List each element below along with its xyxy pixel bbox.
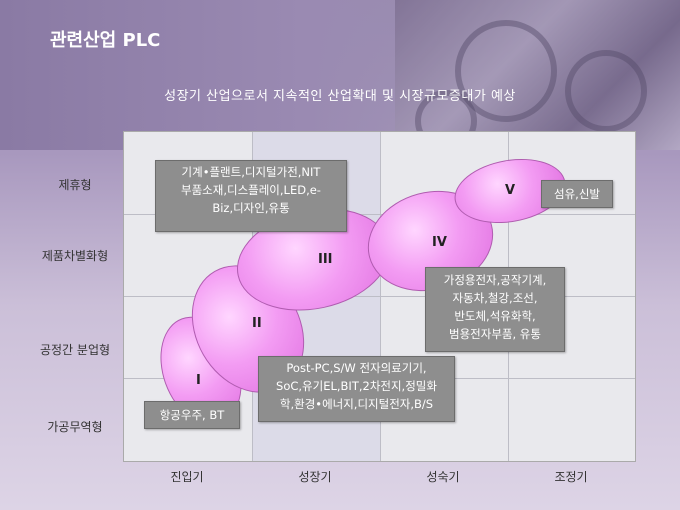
- row-label-process-division: 공정간 분업형: [39, 343, 111, 357]
- industry-box-growth-process: Post-PC,S/W 전자의료기기, SoC,유기EL,BIT,2차전지,정밀…: [258, 356, 455, 422]
- industrial-photo: [395, 0, 680, 152]
- row-label-alliance: 제휴형: [58, 178, 92, 192]
- col-label-growth: 성장기: [298, 470, 332, 484]
- stage-label-1: I: [196, 373, 201, 388]
- col-label-introduction: 진입기: [170, 470, 204, 484]
- stage-label-5: V: [505, 183, 516, 198]
- col-label-adjustment: 조정기: [554, 470, 588, 484]
- industry-box-introduction: 항공우주, BT: [144, 401, 240, 429]
- stage-label-2: II: [252, 316, 262, 331]
- row-label-differentiation: 제품차별화형: [41, 249, 109, 263]
- industry-box-adjustment: 섬유,신발: [541, 180, 613, 208]
- page-title: 관련산업 PLC: [50, 30, 161, 51]
- stage-label-4: IV: [432, 235, 447, 250]
- stage-label-3: III: [318, 252, 333, 267]
- col-label-maturity: 성숙기: [426, 470, 460, 484]
- industry-box-growth-alliance: 기계•플랜트,디지털가전,NIT 부품소재,디스플레이,LED,e- Biz,디…: [155, 160, 347, 232]
- page-subtitle: 성장기 산업으로서 지속적인 산업확대 및 시장규모증대가 예상: [164, 89, 516, 104]
- row-label-processing-trade: 가공무역형: [47, 420, 103, 434]
- industry-box-maturity: 가정용전자,공작기계, 자동차,철강,조선, 반도체,석유화학, 범용전자부품,…: [425, 267, 565, 352]
